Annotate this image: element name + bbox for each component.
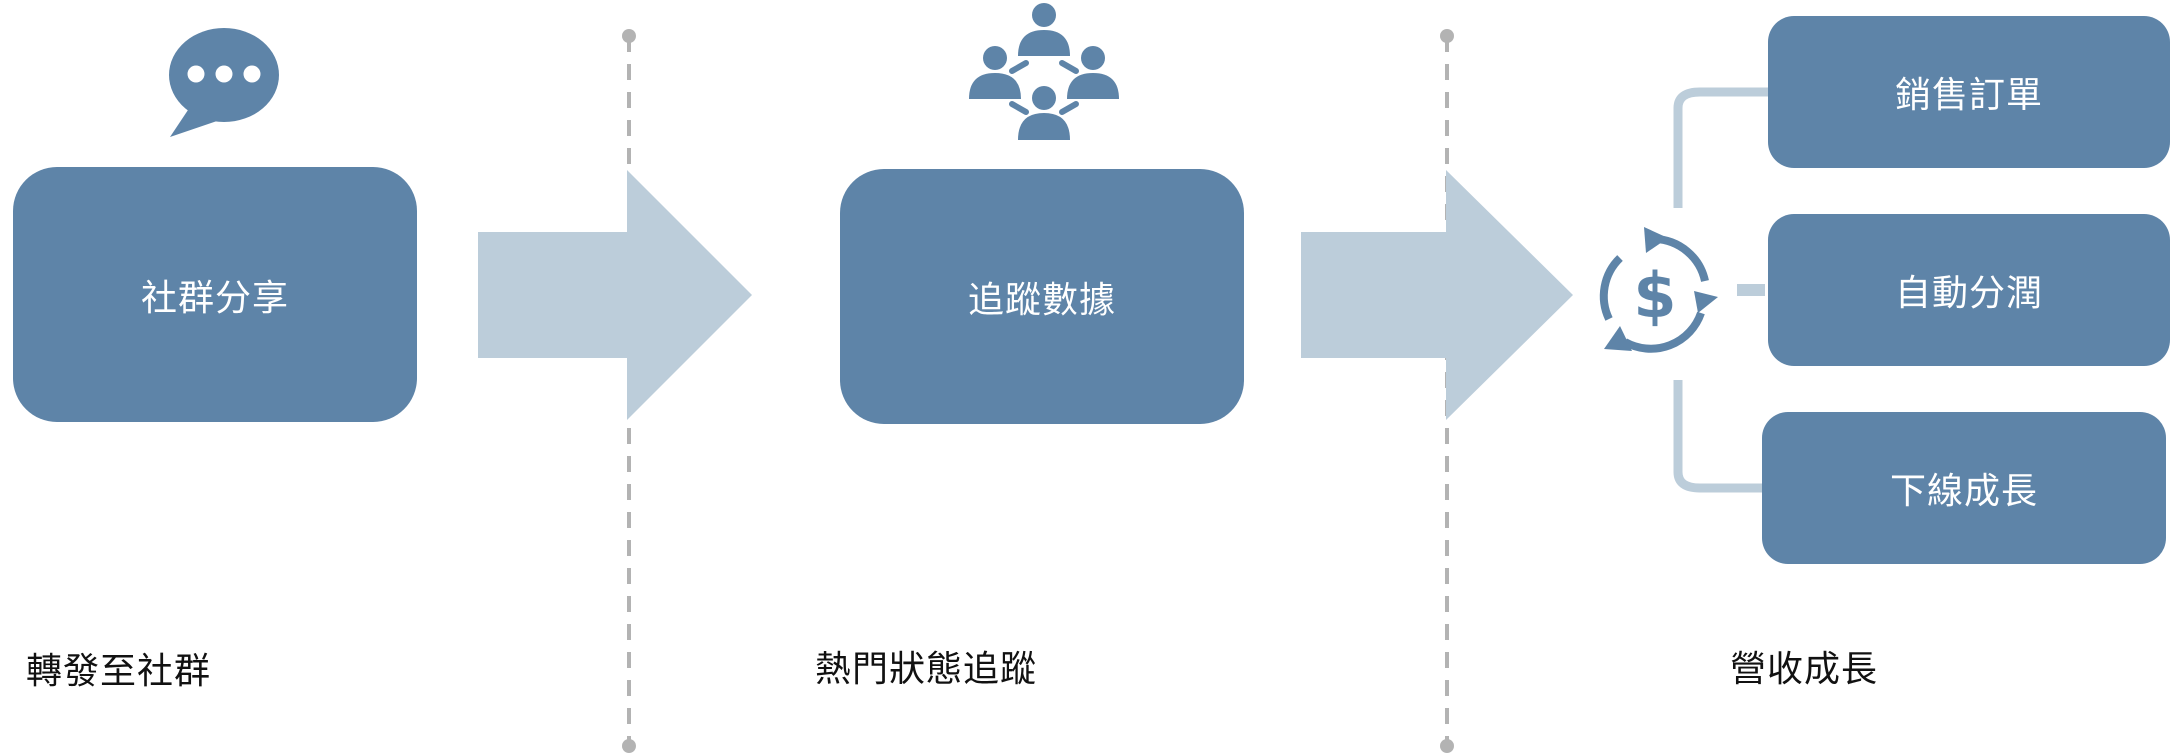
stage-caption: 營收成長: [1730, 649, 1879, 690]
connector-bottom: [1673, 380, 1768, 493]
stage-box-label: 追蹤數據: [967, 279, 1116, 321]
speech-bubble-icon: [169, 28, 279, 137]
outcome-box-sales-orders: 銷售訂單: [1768, 16, 2170, 168]
divider-right: [1440, 29, 1454, 753]
stage-box-social-share: 社群分享: [13, 167, 417, 422]
svg-text:$: $: [1633, 259, 1676, 332]
connector-top: [1673, 87, 1768, 208]
dollar-cycle-icon: $: [1599, 227, 1718, 353]
divider-left: [622, 29, 636, 753]
stage-box-label: 社群分享: [140, 277, 289, 319]
outcome-label: 銷售訂單: [1894, 75, 2043, 116]
stage-caption: 熱門狀態追蹤: [815, 649, 1038, 690]
outcome-label: 自動分潤: [1894, 273, 2043, 314]
people-network-icon: [969, 3, 1119, 140]
outcome-label: 下線成長: [1889, 471, 2038, 512]
stage-box-track-data: 追蹤數據: [840, 169, 1244, 424]
stage-caption: 轉發至社群: [26, 651, 212, 692]
flow-arrow-2: [1301, 170, 1573, 420]
outcome-box-auto-commission: 自動分潤: [1768, 214, 2170, 366]
outcome-box-downline-growth: 下線成長: [1762, 412, 2166, 564]
flow-arrow-1: [478, 170, 752, 420]
